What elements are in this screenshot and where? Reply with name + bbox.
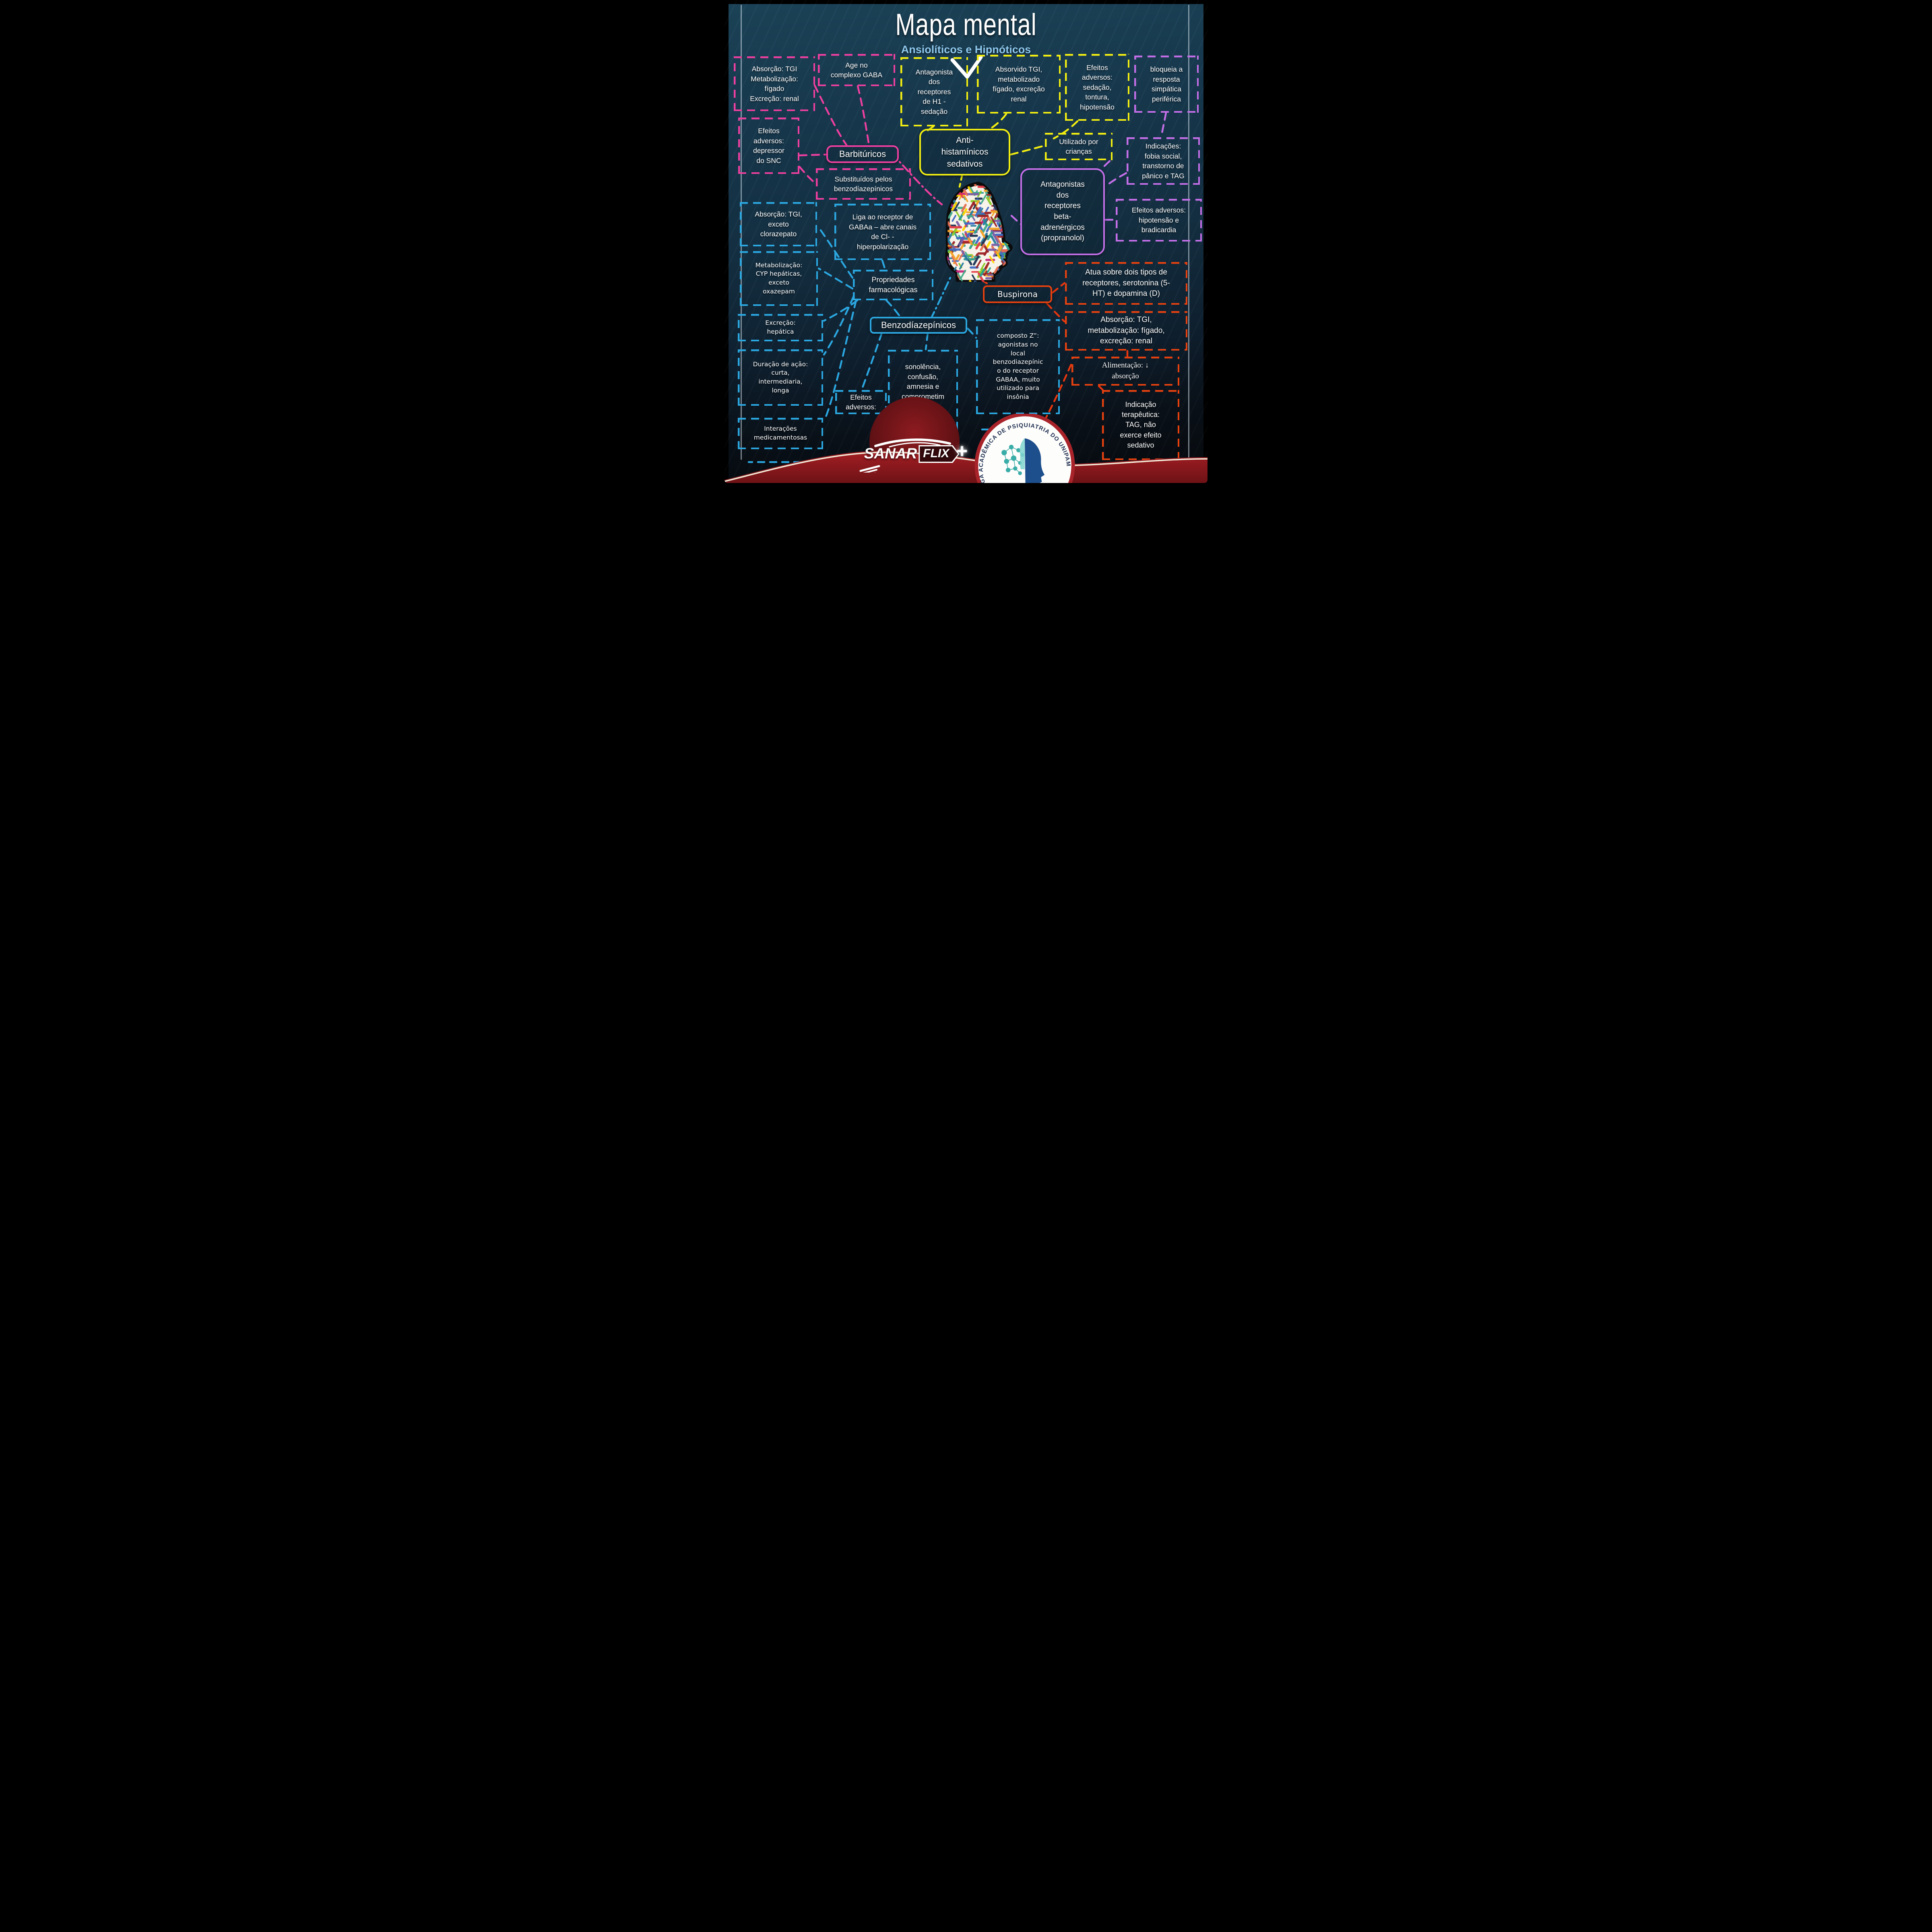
note-text: Indicação terapêutica: TAG, não exerce e… xyxy=(1120,400,1162,449)
note-antihistaminicos-farmacocinetica: Absorvido TGI, metabolizado fígado, excr… xyxy=(977,55,1061,114)
note-text: Efeitos adversos: sedação, tontura, hipo… xyxy=(1080,63,1115,111)
plus-icon: + xyxy=(956,441,968,462)
note-benzodiazepinicos-propriedades: Propriedades farmacológicas xyxy=(853,270,933,300)
note-buspirona-mecanismo: Atua sobre dois tipos de receptores, ser… xyxy=(1065,262,1187,305)
brain-head-illustration xyxy=(937,180,1019,284)
flix-wordmark: FLIX xyxy=(920,446,958,462)
note-text: Age no complexo GABA xyxy=(830,61,883,79)
note-text: Liga ao receptor de GABAa – abre canais … xyxy=(848,213,917,251)
note-text: Duração de ação: curta, intermediaria, l… xyxy=(753,360,808,394)
node-buspirona: Buspirona xyxy=(983,285,1052,303)
note-text: Efeitos adversos: depressor do SNC xyxy=(753,127,784,165)
note-benzodiazepinicos-absorcao: Absorção: TGI, exceto clorazepato xyxy=(740,202,817,246)
note-text: Absorção: TGI Metabolização: fígado Excr… xyxy=(750,65,799,103)
node-barbituricos: Barbitúricos xyxy=(826,145,899,163)
note-text: Interações medicamentosas xyxy=(753,425,807,441)
node-antihistaminicos: Anti- histamínicos sedativos xyxy=(919,129,1010,175)
note-text: Atua sobre dois tipos de receptores, ser… xyxy=(1082,268,1170,298)
note-betabloqueadores-indicacoes: Indicações: fobia social, transtorno de … xyxy=(1127,137,1200,185)
node-label: Benzodíazepínicos xyxy=(881,320,956,330)
lapsiq-brain-network-icon xyxy=(1001,444,1024,475)
note-text: Absorção: TGI, exceto clorazepato xyxy=(755,210,802,238)
sanarflix-stripes-icon xyxy=(859,465,880,473)
mind-map-canvas: Mapa mental Ansiolíticos e Hipnóticos Ab… xyxy=(724,0,1208,483)
lapsiq-face-icon xyxy=(1025,438,1045,483)
node-label: Buspirona xyxy=(997,289,1038,299)
note-barbituricos-efeitos-adversos: Efeitos adversos: depressor do SNC xyxy=(738,118,799,174)
page-title: Mapa mental xyxy=(895,8,1037,42)
note-text: Efeitos adversos: xyxy=(846,393,876,411)
note-benzodiazepinicos-compostos-z: composto Z”: agonistas no local benzodia… xyxy=(976,319,1060,414)
bottom-red-band xyxy=(724,397,1208,483)
note-text: Substituídos pelos benzodíazepínicos xyxy=(834,175,893,193)
note-betabloqueadores-efeitos-adversos: Efeitos adversos: hipotensão e bradicard… xyxy=(1116,199,1202,242)
node-label: Anti- histamínicos sedativos xyxy=(941,135,989,169)
note-text: Excreção: hepática xyxy=(765,319,796,335)
note-text: Alimentação: ↓ absorção xyxy=(1102,361,1149,380)
note-antihistaminicos-uso: Utilizado por crianças xyxy=(1045,133,1113,160)
note-text: bloqueia a resposta simpática periférica xyxy=(1150,65,1183,103)
note-text: Absorvido TGI, metabolizado fígado, excr… xyxy=(993,65,1045,103)
note-benzodiazepinicos-metabolizacao: Metabolização: CYP hepáticas, exceto oxa… xyxy=(740,251,818,306)
sanar-wordmark: SANAR xyxy=(864,445,917,462)
note-betabloqueadores-mecanismo: bloqueia a resposta simpática periférica xyxy=(1134,56,1199,113)
page-subtitle: Ansiolíticos e Hipnóticos xyxy=(901,43,1031,56)
node-label: Barbitúricos xyxy=(839,149,886,159)
lapsiq-logo: LIGA ACADÊMICA DE PSIQUIATRIA DO UNIPAM … xyxy=(973,413,1076,483)
note-text: Metabolização: CYP hepáticas, exceto oxa… xyxy=(755,261,803,295)
note-barbituricos-substituidos: Substituídos pelos benzodíazepínicos xyxy=(816,168,911,200)
note-text: Antagonista dos receptores de H1 - sedaç… xyxy=(915,68,953,116)
note-buspirona-farmacocinetica: Absorção: TGI, metabolização: fígado, ex… xyxy=(1065,311,1187,351)
note-text: Utilizado por crianças xyxy=(1059,137,1098,156)
note-text: composto Z”: agonistas no local benzodia… xyxy=(993,332,1043,401)
note-text: Indicações: fobia social, transtorno de … xyxy=(1142,142,1185,180)
note-benzodiazepinicos-mecanismo: Liga ao receptor de GABAa – abre canais … xyxy=(834,204,931,260)
note-buspirona-alimentacao: Alimentação: ↓ absorção xyxy=(1071,357,1179,386)
note-text: Efeitos adversos: hipotensão e bradicard… xyxy=(1131,206,1186,234)
note-benzodiazepinicos-interacoes: Interações medicamentosas xyxy=(738,418,823,449)
note-antihistaminicos-efeitos-adversos: Efeitos adversos: sedação, tontura, hipo… xyxy=(1065,54,1129,121)
note-text: Absorção: TGI, metabolização: fígado, ex… xyxy=(1088,316,1165,346)
flix-arrow-badge: FLIX xyxy=(919,445,960,463)
note-benzodiazepinicos-excrecao: Excreção: hepática xyxy=(738,314,823,341)
note-buspirona-indicacao: Indicação terapêutica: TAG, não exerce e… xyxy=(1102,390,1179,460)
note-barbituricos-mecanismo: Age no complexo GABA xyxy=(818,54,895,86)
note-text: Propriedades farmacológicas xyxy=(869,275,918,294)
note-barbituricos-farmacocinetica: Absorção: TGI Metabolização: fígado Excr… xyxy=(734,56,815,111)
note-antihistaminicos-mecanismo: Antagonista dos receptores de H1 - sedaç… xyxy=(900,57,968,126)
left-frame-line xyxy=(741,5,742,460)
node-label: Antagonistas dos receptores beta- adrené… xyxy=(1040,180,1085,243)
node-benzodiazepinicos: Benzodíazepínicos xyxy=(870,317,967,334)
node-betabloqueadores: Antagonistas dos receptores beta- adrené… xyxy=(1020,168,1105,255)
note-benzodiazepinicos-efeitos-adversos-titulo: Efeitos adversos: xyxy=(835,390,887,414)
sanarflix-swoosh-icon xyxy=(874,438,951,448)
note-benzodiazepinicos-duracao: Duração de ação: curta, intermediaria, l… xyxy=(738,349,823,406)
